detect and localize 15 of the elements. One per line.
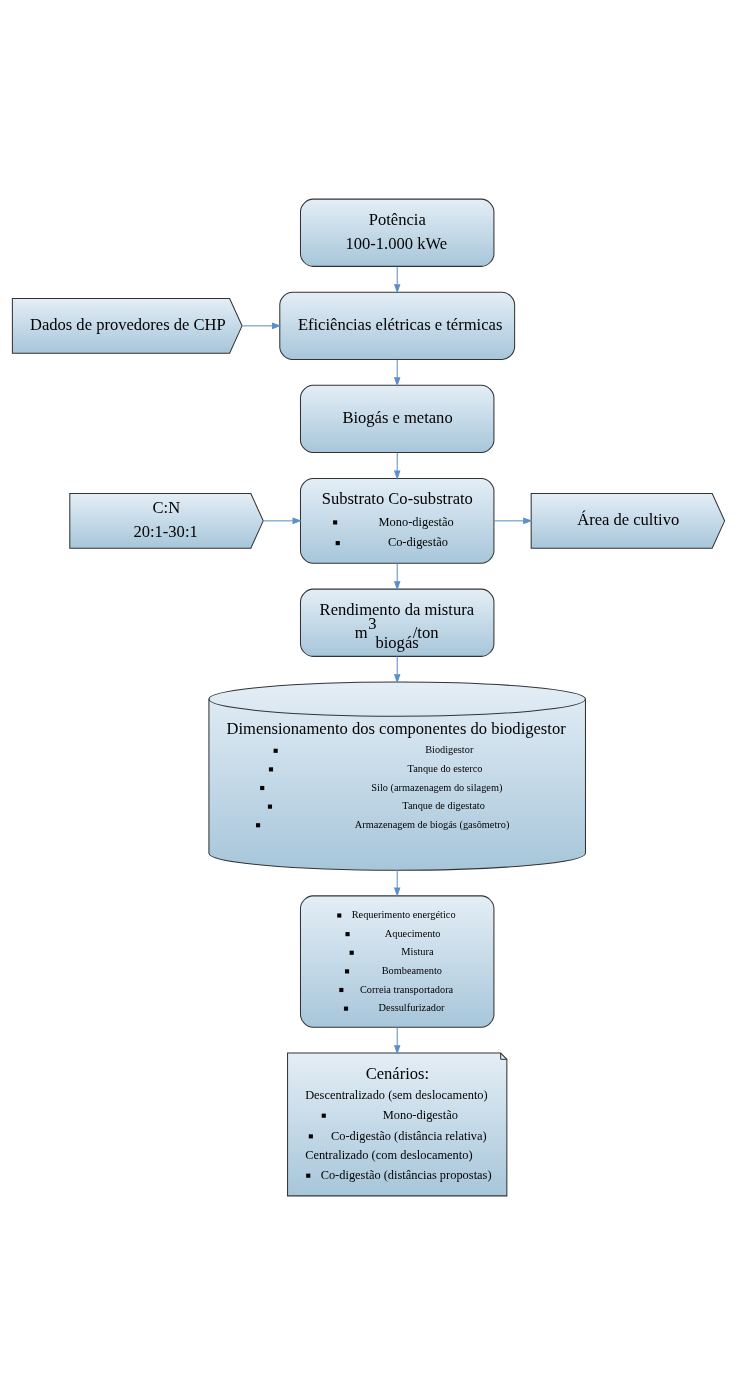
node-box: Biogás e metano — [299, 384, 495, 454]
arrow — [393, 266, 401, 294]
arrow — [393, 359, 401, 387]
arrow — [393, 562, 401, 591]
arrow — [241, 322, 282, 330]
node-box: Requerimento energético Aquecimento Mistura Bombeamento Correia transportadora Dessulfurizador — [299, 895, 495, 1028]
arrow — [493, 517, 533, 525]
arrow — [393, 452, 401, 480]
node-box: Eficiências elétricas e térmicas — [279, 291, 516, 360]
arrow — [262, 517, 302, 525]
arrow — [393, 869, 401, 897]
node-box: Substrato Co-substrato Mono-digestão Co-digestão — [299, 477, 495, 564]
node-box: Potência 100-1.000 kWe — [299, 198, 495, 267]
arrow — [393, 1027, 401, 1055]
arrow — [393, 656, 401, 684]
